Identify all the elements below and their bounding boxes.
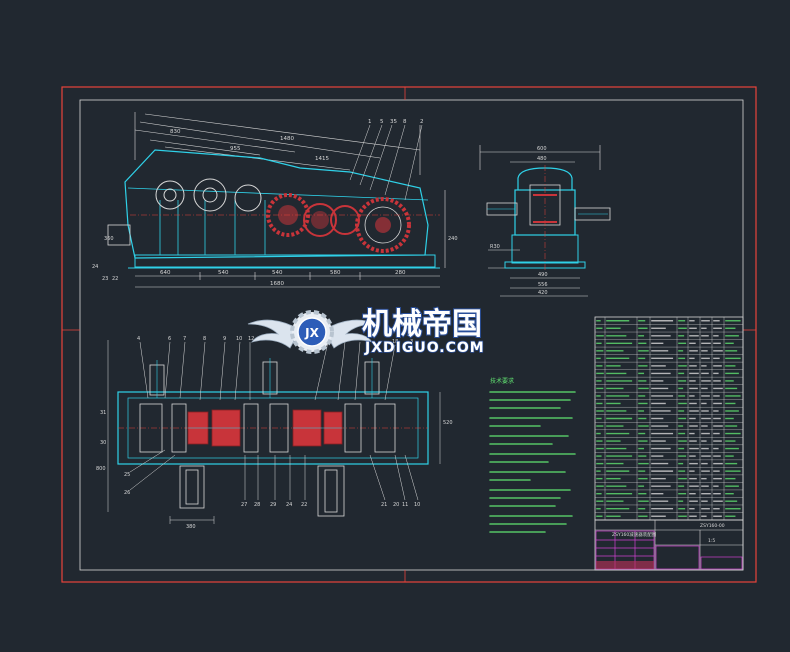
wing-left [247, 319, 301, 349]
drawing-scale: 1:5 [708, 538, 715, 544]
side-dim-0: 600 [537, 146, 547, 152]
plan-bottom-6: 22 [301, 502, 307, 508]
plan-top-5: 10 [236, 336, 242, 342]
plan-side-0: 31 [100, 410, 106, 416]
front-dim-3: 1415 [315, 156, 329, 162]
plan-top-1: 6 [168, 336, 171, 342]
plan-bottom-1: 26 [124, 490, 130, 496]
front-dim-0: 1480 [280, 136, 294, 142]
plan-top-0: 4 [137, 336, 140, 342]
front-callout-2: 35 [390, 119, 397, 125]
plan-top-2: 7 [183, 336, 186, 342]
front-mark-2: 22 [112, 276, 118, 282]
front-mark-4: 240 [448, 236, 458, 242]
front-dim-2: 830 [170, 129, 181, 135]
plan-side-4: 380 [186, 524, 196, 530]
watermark-subtitle: JXDIGUO.COM [364, 340, 485, 356]
side-dim-1: 480 [537, 156, 547, 162]
drawing-code: ZSY160-00 [700, 523, 725, 529]
plan-side-1: 30 [100, 440, 106, 446]
plan-top-11: 3 [410, 339, 413, 345]
front-callout-4: 2 [420, 119, 424, 125]
side-dim-2: 490 [538, 272, 548, 278]
outer-frame [61, 86, 757, 583]
watermark-title: 机械帝国 [362, 307, 482, 342]
side-view: 600 480 490 556 420 R30 [479, 145, 611, 297]
front-dim-9: 1680 [270, 281, 284, 287]
plan-top-3: 8 [203, 336, 206, 342]
front-callout-0: 1 [368, 119, 372, 125]
plan-side-3: 520 [443, 420, 453, 426]
plan-top-6: 12 [248, 336, 254, 342]
plan-bottom-3: 28 [254, 502, 260, 508]
plan-bottom-0: 25 [124, 472, 130, 478]
plan-top-10: 18 [392, 339, 398, 345]
side-dim-5: R30 [490, 244, 500, 250]
front-dim-6: 540 [272, 270, 283, 276]
technical-notes: 技术要求 [489, 377, 576, 533]
watermark: JX 机械帝国 JXDIGUO.COM [247, 306, 485, 357]
side-dim-4: 420 [538, 290, 548, 296]
front-dim-7: 580 [330, 270, 341, 276]
plan-bottom-10: 10 [414, 502, 420, 508]
wing-right [323, 319, 377, 349]
front-dim-8: 280 [395, 270, 406, 276]
plan-side-2: 800 [96, 466, 106, 472]
plan-bottom-9: 11 [402, 502, 408, 508]
front-dim-1: 955 [230, 146, 241, 152]
front-callout-1: 5 [380, 119, 384, 125]
side-dim-3: 556 [538, 282, 548, 288]
notes-heading: 技术要求 [490, 377, 514, 385]
front-mark-0: 24 [92, 264, 98, 270]
plan-view: 4 6 7 8 9 10 12 13 16 17 18 3 25 26 27 2… [96, 336, 453, 530]
plan-top-4: 9 [223, 336, 226, 342]
plan-bottom-7: 21 [381, 502, 387, 508]
front-mark-1: 23 [102, 276, 108, 282]
drawing-title: ZSY160减速器装配图 [612, 531, 657, 538]
parts-list [594, 316, 744, 521]
front-view: 1480 955 830 1415 640 540 540 580 280 16… [92, 112, 458, 288]
plan-bottom-5: 24 [286, 502, 292, 508]
plan-bottom-4: 29 [270, 502, 276, 508]
plan-bottom-8: 20 [393, 502, 399, 508]
front-dim-4: 640 [160, 270, 171, 276]
front-dim-5: 540 [218, 270, 229, 276]
front-callout-3: 8 [403, 119, 407, 125]
title-block: ZSY160减速器装配图 ZSY160-00 1:5 [594, 519, 744, 571]
front-mark-3: 360 [104, 236, 114, 242]
plan-bottom-2: 27 [241, 502, 247, 508]
logo-letters: JX [304, 326, 319, 340]
